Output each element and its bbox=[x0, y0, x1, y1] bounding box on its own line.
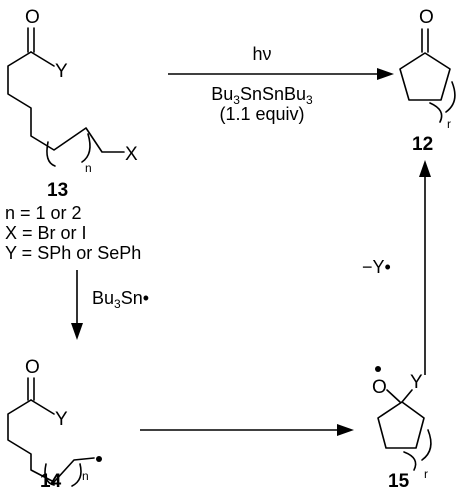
c13-carbon-chain bbox=[7, 51, 125, 153]
c15-ring bbox=[377, 401, 425, 449]
compound-13: O Y X n 13 n = 1 or 2 X = Br or I Y = SP… bbox=[5, 7, 141, 263]
right-reaction-arrow bbox=[419, 160, 431, 375]
c15-radical-dot bbox=[375, 366, 381, 372]
compound-14: O Y n bbox=[7, 357, 102, 487]
c12-repeat-bracket bbox=[429, 81, 456, 123]
compound-15-label: 15 bbox=[388, 471, 410, 489]
c13-oxygen-atom: O bbox=[25, 7, 40, 28]
c15-oxygen-bond bbox=[386, 389, 401, 403]
c15-oxygen-atom: O bbox=[372, 377, 387, 398]
left-reaction-arrow bbox=[71, 270, 83, 340]
compound-12-label: 12 bbox=[412, 134, 433, 155]
c14-oxygen-atom: O bbox=[25, 357, 40, 378]
definition-n: n = 1 or 2 bbox=[5, 203, 82, 223]
c15-y-bond bbox=[401, 389, 413, 403]
reagent-equiv: (1.1 equiv) bbox=[219, 104, 304, 124]
c15-y-atom: Y bbox=[410, 372, 423, 393]
reagent-tin-radical: Bu3Sn• bbox=[92, 288, 149, 311]
c12-ring bbox=[399, 52, 451, 101]
c13-n-subscript: n bbox=[85, 161, 92, 175]
c14-n-subscript: n bbox=[82, 469, 89, 483]
c14-repeat-bracket bbox=[44, 463, 82, 487]
c13-repeat-bracket bbox=[46, 133, 91, 167]
compound-14-label: 14 bbox=[40, 471, 62, 489]
c15-repeat-bracket bbox=[403, 429, 432, 471]
c13-y-atom: Y bbox=[55, 61, 68, 82]
definition-x: X = Br or I bbox=[5, 223, 87, 243]
c13-acyl-y-bond bbox=[30, 51, 55, 67]
reagent-distannane: Bu3SnSnBu3 bbox=[211, 84, 313, 107]
compound-13-label: 13 bbox=[47, 180, 68, 201]
c14-radical-dot bbox=[96, 456, 102, 462]
c14-y-atom: Y bbox=[55, 409, 68, 430]
top-reaction-arrow bbox=[168, 68, 394, 80]
definition-y: Y = SPh or SePh bbox=[5, 243, 141, 263]
c15-r-subscript: r bbox=[424, 467, 428, 481]
c13-x-atom: X bbox=[125, 144, 138, 165]
compound-12: O r 12 bbox=[399, 7, 456, 155]
c14-carbon-chain bbox=[7, 399, 95, 483]
c14-acyl-y-bond bbox=[30, 399, 55, 415]
compound-15: O Y r bbox=[372, 366, 432, 481]
c12-r-subscript: r bbox=[447, 117, 451, 131]
bottom-reaction-arrow bbox=[140, 424, 354, 436]
c12-oxygen-atom: O bbox=[419, 7, 434, 28]
reagent-hv: hν bbox=[252, 44, 271, 64]
reagent-loss-y-radical: −Y• bbox=[362, 257, 391, 277]
